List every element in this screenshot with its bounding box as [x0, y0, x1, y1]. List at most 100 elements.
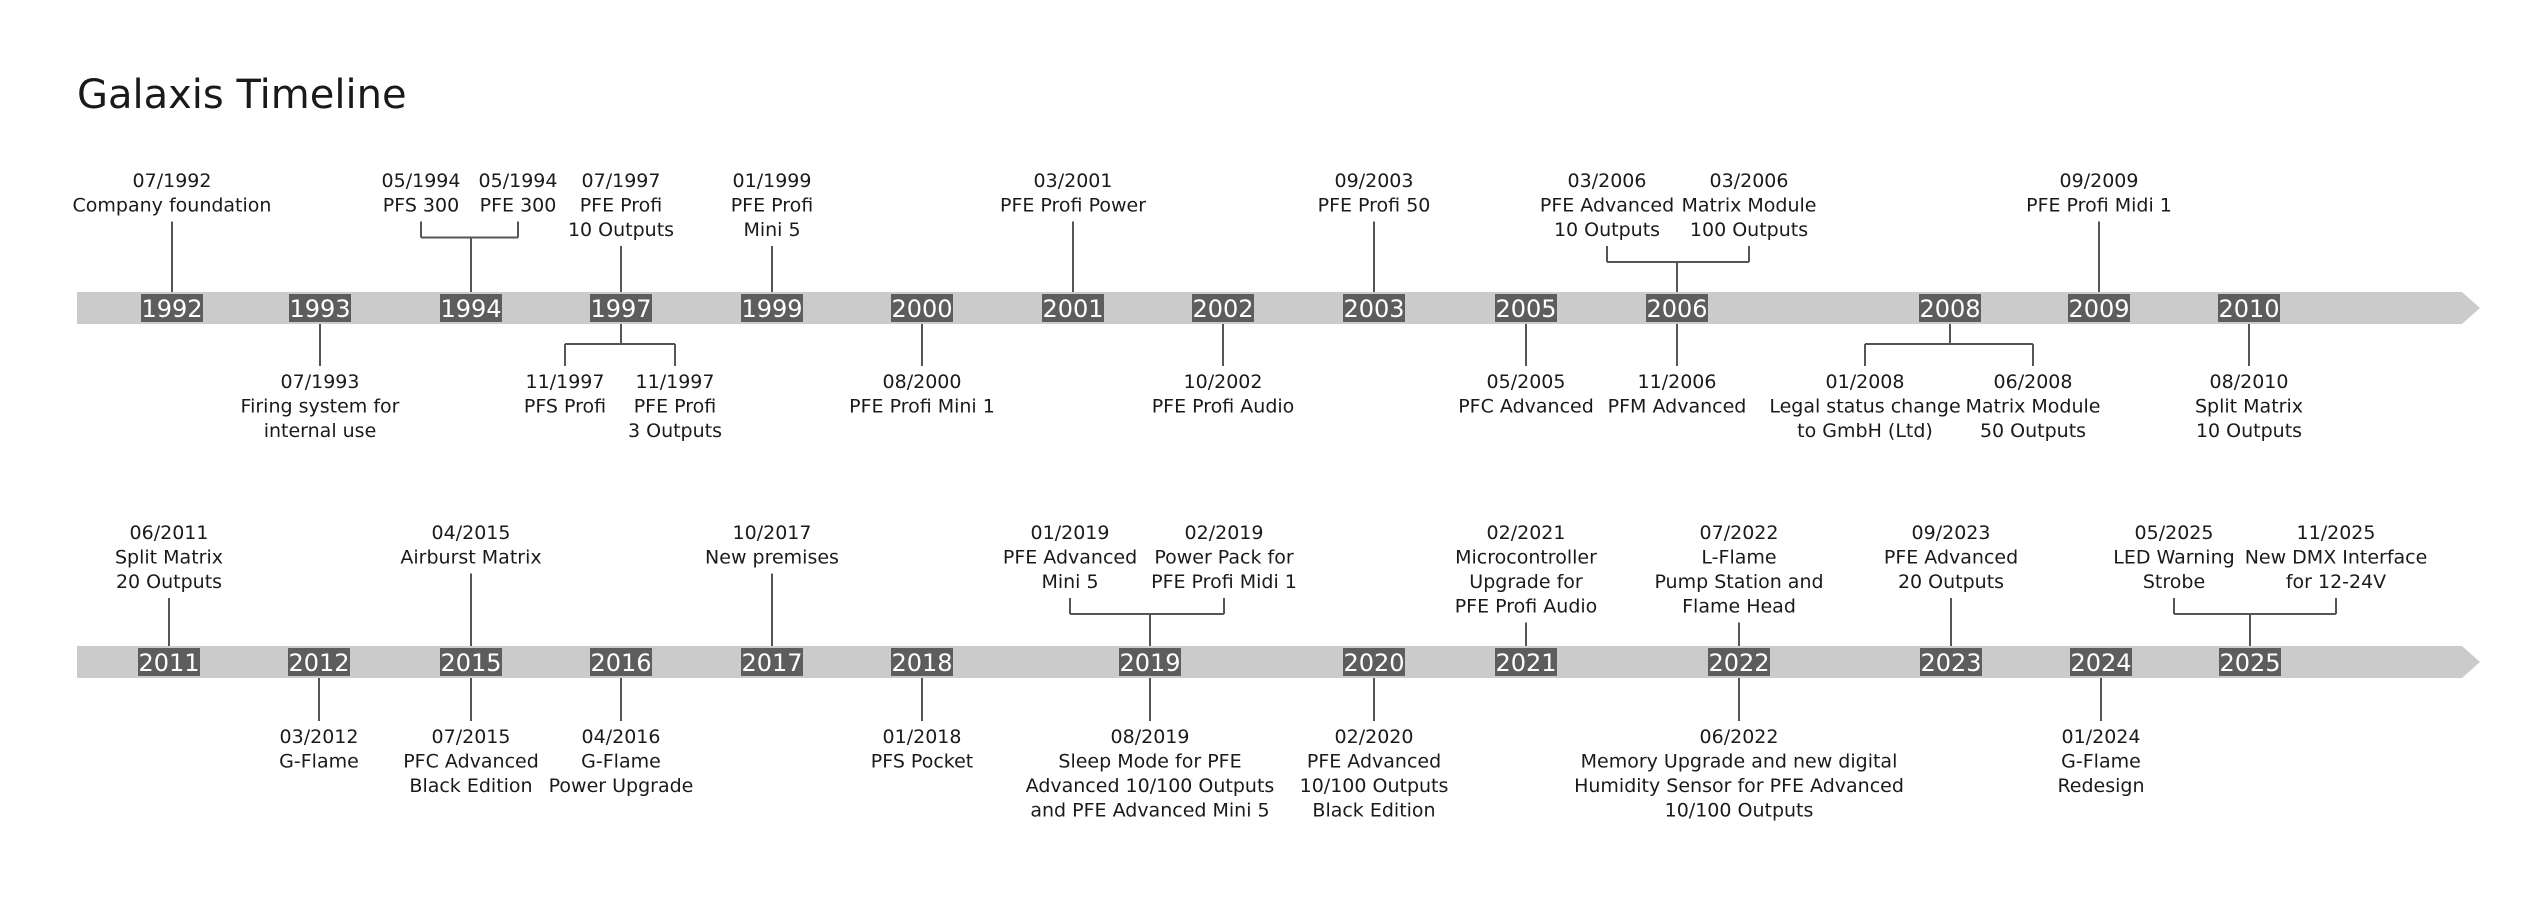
event-label: Mini 5	[1041, 571, 1098, 593]
event-label: PFE Profi Audio	[1455, 596, 1598, 618]
year-label: 2018	[891, 649, 952, 677]
event-date: 03/2001	[1034, 170, 1113, 192]
event-label: PFE Profi Power	[1000, 195, 1146, 217]
event-label: 10 Outputs	[2196, 420, 2302, 442]
year-box	[2218, 294, 2280, 322]
event-label: Matrix Module	[1682, 195, 1817, 217]
event-label: 3 Outputs	[628, 420, 722, 442]
event-label: to GmbH (Ltd)	[1797, 420, 1933, 442]
year-box	[440, 648, 502, 676]
year-label: 1992	[141, 295, 202, 323]
event-label: Upgrade for	[1469, 571, 1583, 593]
year-label: 2015	[440, 649, 501, 677]
event-date: 02/2021	[1487, 522, 1566, 544]
event-label: PFC Advanced	[1458, 396, 1594, 418]
year-label: 2011	[138, 649, 199, 677]
year-box	[1919, 294, 1981, 322]
event-label: PFE Profi Midi 1	[1151, 571, 1297, 593]
event-label: PFS 300	[383, 195, 459, 217]
year-label: 2025	[2219, 649, 2280, 677]
year-box	[1343, 294, 1405, 322]
event-date: 05/2005	[1487, 371, 1566, 393]
year-label: 1993	[289, 295, 350, 323]
event-date: 08/2010	[2210, 371, 2289, 393]
event-label: 10 Outputs	[568, 219, 674, 241]
year-box	[2068, 294, 2130, 322]
year-label: 2016	[590, 649, 651, 677]
event-label: 10/100 Outputs	[1300, 775, 1449, 797]
year-label: 2020	[1343, 649, 1404, 677]
event-label: PFE Profi	[580, 195, 663, 217]
event-label: Split Matrix	[2195, 396, 2303, 418]
year-label: 2023	[1920, 649, 1981, 677]
event-label: Microcontroller	[1455, 547, 1597, 569]
event-label: Memory Upgrade and new digital	[1581, 751, 1898, 773]
event-date: 02/2020	[1335, 726, 1414, 748]
year-label: 2009	[2068, 295, 2129, 323]
event-label: PFE Profi	[634, 396, 717, 418]
year-box	[440, 294, 502, 322]
event-label: G-Flame	[581, 751, 661, 773]
year-box	[891, 648, 953, 676]
year-box	[1343, 648, 1405, 676]
event-date: 07/1992	[133, 170, 212, 192]
event-label: New premises	[705, 547, 839, 569]
event-label: Black Edition	[1312, 800, 1435, 822]
event-date: 05/1994	[479, 170, 558, 192]
event-label: Flame Head	[1682, 596, 1796, 618]
year-label: 2012	[288, 649, 349, 677]
page-title: Galaxis Timeline	[77, 72, 407, 118]
year-label: 2005	[1495, 295, 1556, 323]
event-date: 03/2006	[1710, 170, 1789, 192]
event-label: PFC Advanced	[403, 751, 539, 773]
year-box	[1920, 648, 1982, 676]
timeline-bar	[77, 646, 2480, 678]
event-date: 06/2008	[1994, 371, 2073, 393]
event-date: 07/1997	[582, 170, 661, 192]
event-label: and PFE Advanced Mini 5	[1030, 800, 1269, 822]
year-box	[1646, 294, 1708, 322]
event-label: PFE Profi Mini 1	[849, 396, 995, 418]
event-date: 10/2017	[733, 522, 812, 544]
year-label: 2010	[2218, 295, 2279, 323]
year-box	[1495, 648, 1557, 676]
event-label: for 12-24V	[2286, 571, 2386, 593]
event-date: 07/2022	[1700, 522, 1779, 544]
event-label: internal use	[264, 420, 377, 442]
event-label: Firing system for	[241, 396, 400, 418]
event-label: 50 Outputs	[1980, 420, 2086, 442]
year-box	[289, 294, 351, 322]
event-label: Matrix Module	[1966, 396, 2101, 418]
event-label: G-Flame	[279, 751, 359, 773]
year-label: 2021	[1495, 649, 1556, 677]
event-label: New DMX Interface	[2245, 547, 2428, 569]
event-label: PFE Advanced	[1003, 547, 1137, 569]
year-label: 2017	[741, 649, 802, 677]
event-label: Advanced 10/100 Outputs	[1026, 775, 1275, 797]
event-label: PFE Advanced	[1884, 547, 2018, 569]
event-label: 20 Outputs	[116, 571, 222, 593]
year-box	[141, 294, 203, 322]
event-date: 02/2019	[1185, 522, 1264, 544]
event-label: L-Flame	[1701, 547, 1776, 569]
event-label: PFE Profi	[731, 195, 814, 217]
year-box	[590, 294, 652, 322]
